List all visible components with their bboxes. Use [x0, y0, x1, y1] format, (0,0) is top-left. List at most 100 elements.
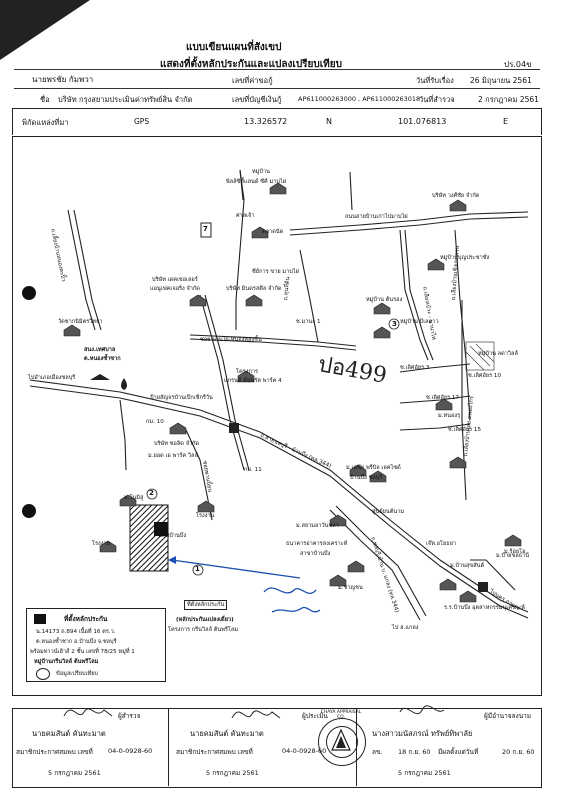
header-divider — [14, 69, 540, 70]
label-ref-prop: ร.ร.บ้านบึง อุตสาหกรรมนุเคราะห์ — [444, 605, 525, 611]
legend-line-4: หมู่บ้านกรีนวิลล์ ต้นพรีโลม — [34, 659, 99, 665]
footer-col3-member-no: 18 ก.ย. 60 — [398, 748, 431, 756]
company-name: บริษัท กรุงสยามประเมินค่าทรัพย์สิน จำกัด — [58, 95, 193, 104]
legend-line-2: ต.หนองซ้ำซาก อ.บ้านบึง จ.ชลบุรี — [36, 639, 117, 645]
label-ref-project-2: โครงการ กรีนวิลล์ ต้นพรีโลม — [168, 627, 239, 633]
label-market: ตลาดนัด — [262, 229, 284, 235]
label-village-seng: ป้ายสัญจรบ้านเป็กเช็กรีวัน — [150, 395, 213, 401]
survey-date: 2 กรกฎาคม 2561 — [478, 95, 539, 104]
footer-col1-date: 5 กรกฎาคม 2561 — [48, 769, 101, 777]
footer-col2-name: นายคมสันต์ คันทะมาต — [190, 729, 264, 738]
label-wat: วัดชากนิมิตรวิทยา — [58, 319, 103, 325]
label-company-mk: บริษัท มินดรสตีล จำกัด — [226, 286, 282, 292]
label-temple: ศาลเจ้า — [236, 213, 255, 219]
footer-col3-role: ผู้มีอำนาจลงนาม — [484, 712, 532, 720]
label-company-dd-2: แอนูเฟคเจอริ่ง จำกัด — [150, 286, 200, 292]
label-center: ศูนย์ยนต์นาม — [372, 509, 405, 515]
latitude: 13.326572 — [244, 117, 288, 126]
legend-compare: ข้อมูลเปรียบเทียบ — [56, 671, 99, 677]
footer-divider-1 — [168, 708, 169, 786]
legend-title: ที่ตั้งหลักประกัน — [64, 615, 108, 623]
signature-col2 — [231, 710, 281, 719]
company-stamp — [318, 718, 366, 766]
label-km-11: กม. 11 — [244, 467, 262, 473]
label-gas-2: สาขาบ้านบึง — [300, 551, 331, 557]
footer-col3-member-label: ลข. — [372, 748, 383, 756]
label-school: ม.สยามอาวันชลา — [296, 523, 339, 529]
punch-hole-top — [22, 286, 36, 300]
label-road-mid: ซอย มาบไผ่-หนองหลุงชิ้น — [200, 337, 262, 343]
label-soi-3: ซ.เลิศอัยร 3 — [400, 365, 430, 371]
title-main: แบบเขียนแผนที่สังเขป — [186, 42, 282, 53]
label-point: ที่ตั้งหลักประกัน — [184, 600, 228, 610]
person-name: นายพรชัย กัมพวา — [32, 75, 94, 84]
label-company-ds: บริษัท ซอลิด จำกัด — [154, 441, 200, 447]
label-village-tron: หมู่บ้าน ต้นรอง — [366, 297, 403, 303]
receive-date: 26 มิถุนายน 2561 — [470, 76, 532, 85]
legend-line-3: พร้อมทาวน์เฮ้าส์ 2 ชั้น เลขที่ 78/25 หมู… — [30, 649, 135, 655]
account-label: เลขที่บัญชีเงินกู้ — [232, 95, 282, 104]
label-ref-project: (หลักประกันแปลงเดี่ยว) — [176, 617, 234, 623]
survey-date-label: วันที่สำรวจ — [419, 95, 455, 104]
footer-col2-role: ผู้ประเมิน — [302, 712, 328, 720]
label-mr: ม.ร้อยโอ — [504, 549, 526, 555]
longitude-dir: E — [503, 117, 509, 126]
company-stamp-text: CHAYA APPRAISAL CO. — [320, 710, 362, 720]
footer-col1-member-no: 04-0-0928-60 — [108, 747, 153, 755]
footer-col2-member-no: 04-0-0928-60 — [282, 747, 327, 755]
label-nakorn: เจ๊ห.อโยธยา — [426, 541, 457, 547]
form-number: ปร.04ข — [504, 60, 532, 69]
label-soi-15: ซ.เลิศอัยร 15 — [448, 427, 482, 433]
label-village-top: หมู่บ้าน — [252, 169, 270, 175]
footer-col3-name: นางสาวมนัสภรณ์ ทรัพย์ทิพาลัย — [372, 729, 473, 738]
coordinate-row — [12, 108, 542, 135]
marker-2: 2 — [149, 489, 154, 497]
label-m-bamrung: ม.บ้านสุขสันต์ — [450, 563, 485, 569]
footer-col1-member-label: สมาชิกประกาศสมพบ เลขที่ — [16, 748, 93, 756]
label-baan-bung: นิคมบ้านบึง — [158, 533, 187, 539]
label-m-bay: ม.บ้ายชลธานี — [496, 553, 530, 559]
label-tessaban: สนง.เทศบาล — [84, 347, 116, 353]
legend-line-1: น.14173 ถ.894 เนื้อที่ 16 ตร.ว. — [36, 629, 116, 635]
map-frame — [12, 136, 542, 696]
company-prefix: ชื่อ — [40, 95, 50, 104]
label-m-prop: ม.เคซีย พรีบิล เลคไซด์ — [346, 465, 401, 471]
label-road-top: ถนนสายบ้านเก่าไปมาบไผ่ — [345, 214, 408, 220]
footer-col1-name: นายคมสันต์ คันทะมาต — [32, 729, 106, 738]
footer-col3-expire: 20 ก.ย. 60 — [502, 748, 535, 756]
label-village-lb: หมู่บ้าน บีเลคาว — [400, 319, 439, 325]
label-m-m: ม.ชาญชน — [338, 585, 363, 591]
coord-source: GPS — [134, 117, 150, 126]
label-company-rabbit: บริษัท วงศ์ชัย จำกัด — [432, 193, 480, 199]
footer-col2-date: 5 กรกฎาคม 2561 — [206, 769, 259, 777]
label-project-mid-2: แกรนด์ ต้นพรัต พาร์ค 4 — [224, 378, 282, 384]
label-company-dd: บริษัท เดคเชอเลอร์ — [152, 277, 198, 283]
footer-col3-date: 5 กรกฎาคม 2561 — [398, 769, 451, 777]
legend-swatch-icon — [34, 614, 46, 624]
signature-col1 — [63, 708, 113, 717]
label-farm: โรงงาน — [196, 513, 215, 519]
label-to-baan: ไปอำเภอเมืองชลบุรี — [28, 375, 76, 381]
marker-1: 1 — [195, 565, 200, 573]
corner-triangle-mark — [0, 0, 90, 60]
label-m-yok: ม.ยอด เอ พาร์ค วิลล์ — [148, 453, 198, 459]
marker-3: 3 — [392, 320, 397, 328]
stamp-emblem-icon — [331, 728, 351, 751]
signature-col3 — [399, 705, 445, 715]
label-village-ltv: หมู่บ้าน ลดาวิลล์ — [478, 351, 518, 357]
footer-col2-member-label: สมาชิกประกาศสมพบ เลขที่ — [176, 748, 253, 756]
label-km-10: กม. 10 — [146, 419, 164, 425]
compare-circle-icon — [36, 668, 50, 680]
footer-box — [12, 708, 542, 788]
label-m-prop-2: บ้านบึง ชลบุรี — [350, 475, 383, 481]
label-village-top-name: พิลล์ซิตี้แลนด์ ซีคี มาบไผ่ — [226, 179, 287, 185]
coord-label: พิกัดแหล่งที่มา — [22, 118, 69, 127]
punch-hole-bottom — [22, 504, 36, 518]
legend-box — [26, 608, 166, 682]
label-gas: ธนาคารอาคารสงเคราะห์ — [286, 541, 348, 547]
label-village-bp: หมู่บ้านบุญประชาชั่ง — [440, 255, 490, 261]
label-tessaban-2: ต.หนองซ้ำซาก — [84, 356, 121, 362]
longitude: 101.076813 — [398, 117, 447, 126]
footer-col1-role: ผู้สำรวจ — [118, 712, 141, 720]
